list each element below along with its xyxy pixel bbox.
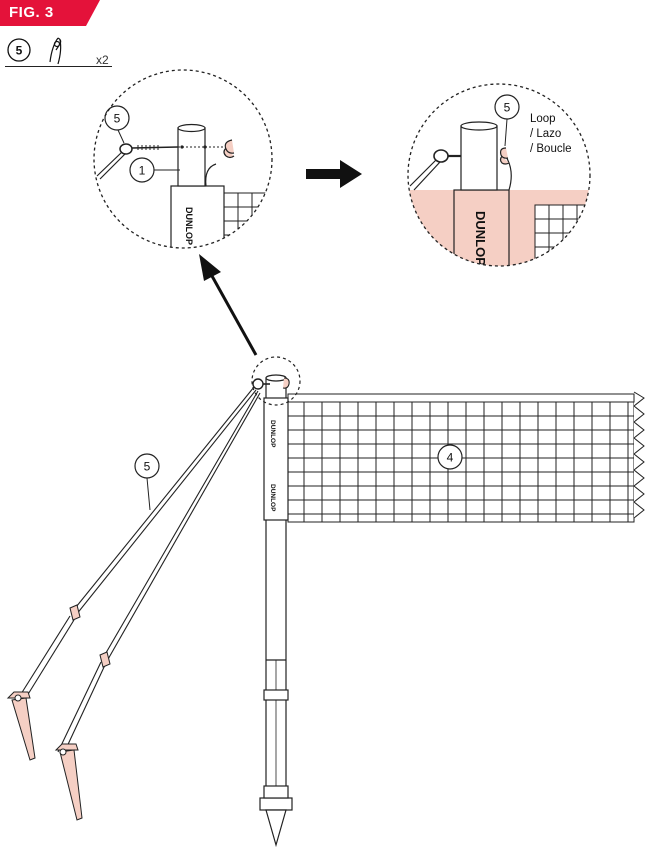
eye-bolt-thread — [137, 145, 159, 150]
callout-detail-right-5: 5 — [504, 101, 511, 115]
tension-cord-icon — [49, 37, 62, 65]
callout-guy-rope-5: 5 — [144, 460, 151, 474]
parts-list-divider — [5, 66, 112, 67]
arrow-right-icon — [306, 160, 362, 188]
callout-detail-left-5: 5 — [114, 112, 121, 126]
brand-logo-left: DUNLOP — [184, 207, 194, 245]
callout-net-4: 4 — [447, 451, 454, 465]
main-assembly: DUNLOP DUNLOP — [6, 356, 645, 848]
detail-circle-left: DUNLOP 5 1 — [93, 69, 273, 249]
brand-logo-sleeve-top: DUNLOP — [269, 420, 276, 448]
parts-list-header: 5 — [7, 37, 62, 65]
brand-logo-right: DUNLOP — [473, 211, 488, 266]
callout-detail-left-1: 1 — [139, 164, 146, 178]
tennis-net — [287, 391, 645, 523]
part-quantity: x2 — [96, 53, 109, 67]
ground-peg-right — [54, 743, 83, 821]
brand-logo-sleeve-bottom: DUNLOP — [269, 484, 276, 512]
detail-circle-right: DUNLOP 5 Loop / Lazo / Boucle — [407, 83, 591, 267]
net-headband: DUNLOP DUNLOP — [263, 397, 289, 521]
figure-banner — [0, 0, 100, 26]
ground-peg-left — [6, 691, 36, 761]
guy-ropes — [15, 386, 261, 754]
figure-label: FIG. 3 — [9, 4, 54, 21]
loop-label-es: / Lazo — [530, 128, 561, 140]
zoom-indicator — [251, 356, 301, 406]
part-number-label: 5 — [16, 44, 23, 58]
arrow-up-icon — [199, 254, 258, 356]
loop-label-en: Loop — [530, 113, 556, 125]
loop-label-fr: / Boucle — [530, 143, 572, 155]
